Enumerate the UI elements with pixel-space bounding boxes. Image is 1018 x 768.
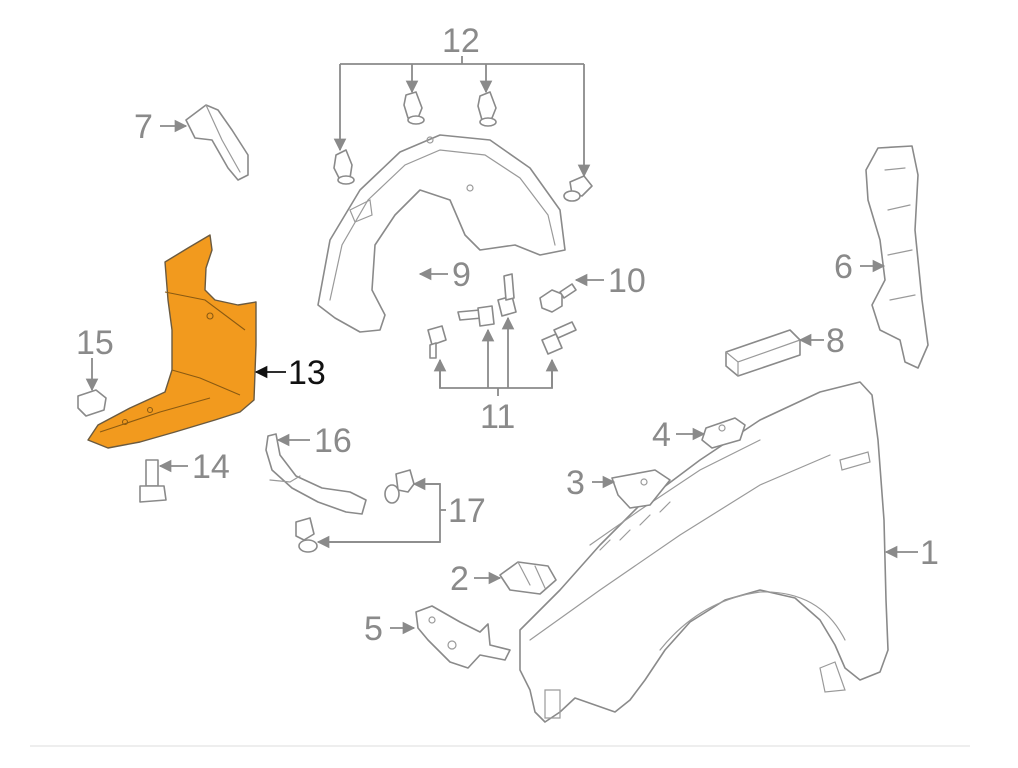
- callout-8: 8: [798, 322, 845, 360]
- callout-16: 16: [276, 422, 352, 460]
- svg-text:2: 2: [450, 560, 469, 598]
- bracket-part-6: [865, 145, 929, 369]
- bolt-part-14: [139, 459, 167, 503]
- bracket-part-7: [185, 104, 249, 181]
- bracket-part-3: [611, 469, 671, 509]
- svg-text:12: 12: [442, 22, 480, 60]
- svg-text:3: 3: [566, 464, 585, 502]
- callout-17: 17: [316, 477, 486, 549]
- callout-14: 14: [158, 448, 230, 486]
- callout-13: 13: [254, 354, 326, 392]
- svg-text:9: 9: [452, 256, 471, 294]
- push-clips-part-17: [295, 469, 415, 553]
- fasteners-part-11: [427, 273, 577, 359]
- callout-1: 1: [884, 534, 939, 572]
- svg-text:16: 16: [314, 422, 352, 460]
- svg-text:7: 7: [134, 108, 153, 146]
- bracket-part-16: [265, 433, 367, 515]
- svg-text:1: 1: [920, 534, 939, 572]
- filler-part-8: [725, 329, 801, 377]
- svg-text:8: 8: [826, 322, 845, 360]
- svg-text:4: 4: [652, 416, 671, 454]
- callout-7: 7: [134, 108, 188, 146]
- svg-text:11: 11: [480, 398, 515, 436]
- svg-text:10: 10: [608, 262, 646, 300]
- svg-text:13: 13: [288, 354, 326, 392]
- bolt-part-10: [539, 283, 577, 313]
- callout-6: 6: [834, 248, 886, 286]
- svg-text:15: 15: [76, 324, 114, 362]
- callout-15: 15: [76, 324, 114, 392]
- callout-12: 12: [333, 22, 591, 178]
- svg-text:6: 6: [834, 248, 853, 286]
- callout-9: 9: [418, 256, 471, 294]
- bracket-part-5: [415, 605, 511, 669]
- callout-4: 4: [652, 416, 706, 454]
- fender-liner-part-9: [317, 134, 566, 333]
- callout-2: 2: [450, 560, 502, 598]
- svg-text:17: 17: [448, 492, 486, 530]
- callout-3: 3: [566, 464, 616, 502]
- fender-part: [519, 381, 889, 723]
- callout-5: 5: [364, 610, 416, 648]
- callout-10: 10: [574, 262, 646, 300]
- callout-11: 11: [433, 316, 559, 436]
- svg-text:14: 14: [192, 448, 230, 486]
- svg-text:5: 5: [364, 610, 383, 648]
- splash-shield-part-13: [87, 234, 257, 449]
- clip-part-2: [499, 561, 557, 595]
- nut-clip-part-15: [77, 389, 107, 417]
